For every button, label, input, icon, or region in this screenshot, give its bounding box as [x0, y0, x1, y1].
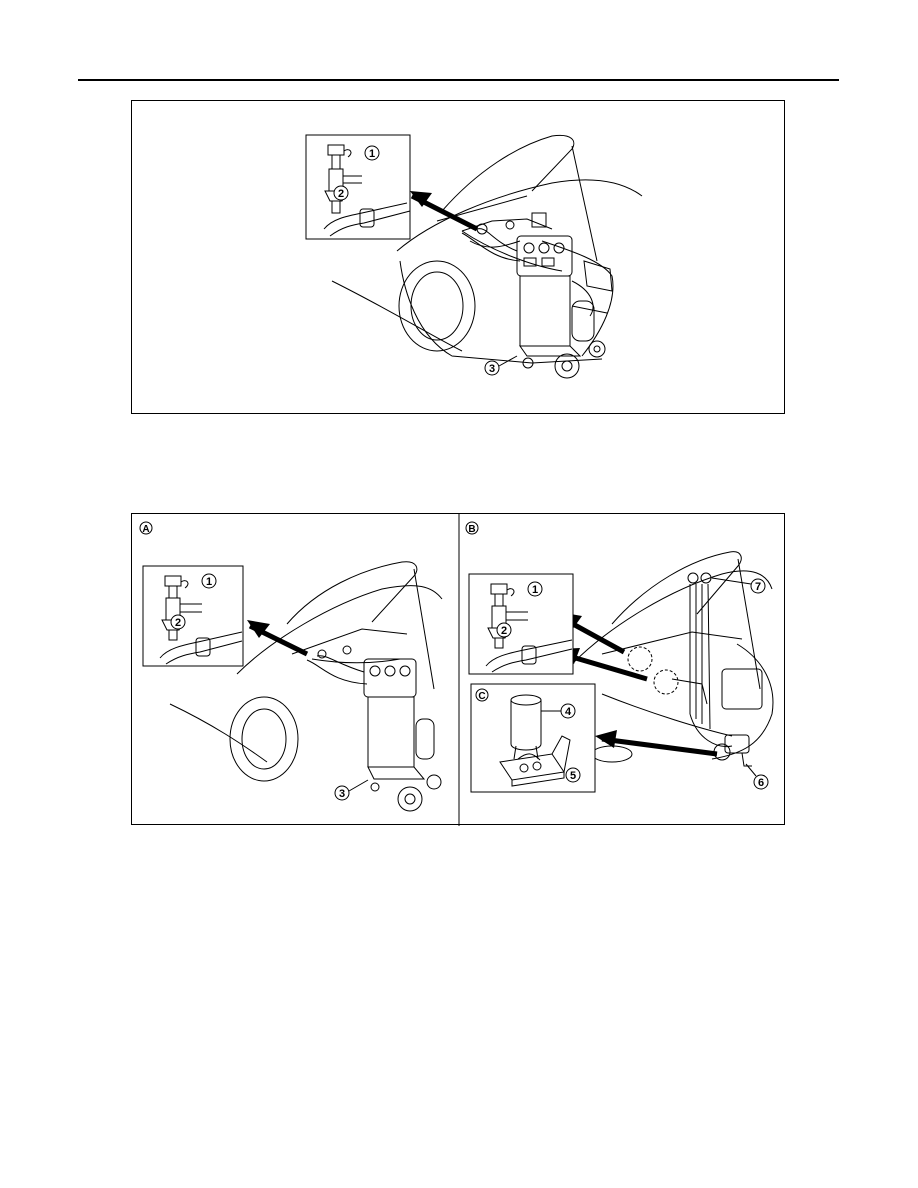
- callout-1-panel-b: 1: [527, 581, 543, 597]
- panel-c-letter: C: [475, 688, 489, 702]
- svg-text:2: 2: [338, 188, 344, 200]
- arrow-to-service-port: [410, 191, 479, 232]
- header-rule: [78, 79, 839, 81]
- callout-4-panel-c: 4: [541, 703, 576, 719]
- svg-text:2: 2: [501, 625, 507, 637]
- inset-service-valve: [305, 134, 411, 240]
- svg-text:B: B: [468, 524, 475, 535]
- svg-text:4: 4: [565, 706, 572, 718]
- svg-text:6: 6: [758, 777, 764, 789]
- svg-text:1: 1: [206, 576, 212, 588]
- figure-service-equipment-comparison: A: [131, 513, 785, 826]
- callout-5-panel-c: 5: [565, 767, 581, 783]
- panel-a-letter: A: [139, 521, 153, 535]
- figure-recovery-recycling-station: 1 2 3: [131, 100, 785, 414]
- car-rear-illustration: [331, 134, 643, 364]
- svg-text:1: 1: [532, 584, 538, 596]
- callout-2-fig1: 2: [333, 185, 349, 201]
- callout-6-panel-b: 6: [745, 763, 769, 790]
- panel-b-letter: B: [465, 521, 479, 535]
- svg-text:5: 5: [570, 770, 576, 782]
- callout-3-panel-a: 3: [334, 779, 369, 801]
- svg-text:3: 3: [489, 363, 495, 375]
- recovery-station-illustration: [461, 228, 606, 379]
- svg-text:1: 1: [369, 148, 375, 160]
- svg-text:C: C: [478, 691, 485, 702]
- callout-2-panel-b: 2: [496, 622, 512, 638]
- illustration-fig1: 1 2 3: [305, 134, 643, 379]
- svg-text:7: 7: [755, 581, 761, 593]
- illustration-fig2: A: [139, 514, 774, 826]
- panel-a: A: [139, 521, 443, 812]
- callout-2-panel-a: 2: [170, 614, 186, 630]
- svg-text:2: 2: [175, 617, 181, 629]
- callout-1-panel-a: 1: [201, 573, 217, 589]
- panel-c-inset: [470, 683, 596, 793]
- callout-1-fig1: 1: [364, 145, 380, 161]
- callout-3-fig1: 3: [484, 355, 518, 376]
- svg-text:3: 3: [339, 788, 345, 800]
- panel-c: C 4 5: [470, 683, 596, 793]
- callout-7-panel-b: 7: [711, 577, 766, 594]
- svg-text:A: A: [142, 524, 149, 535]
- panel-b: B: [465, 521, 774, 790]
